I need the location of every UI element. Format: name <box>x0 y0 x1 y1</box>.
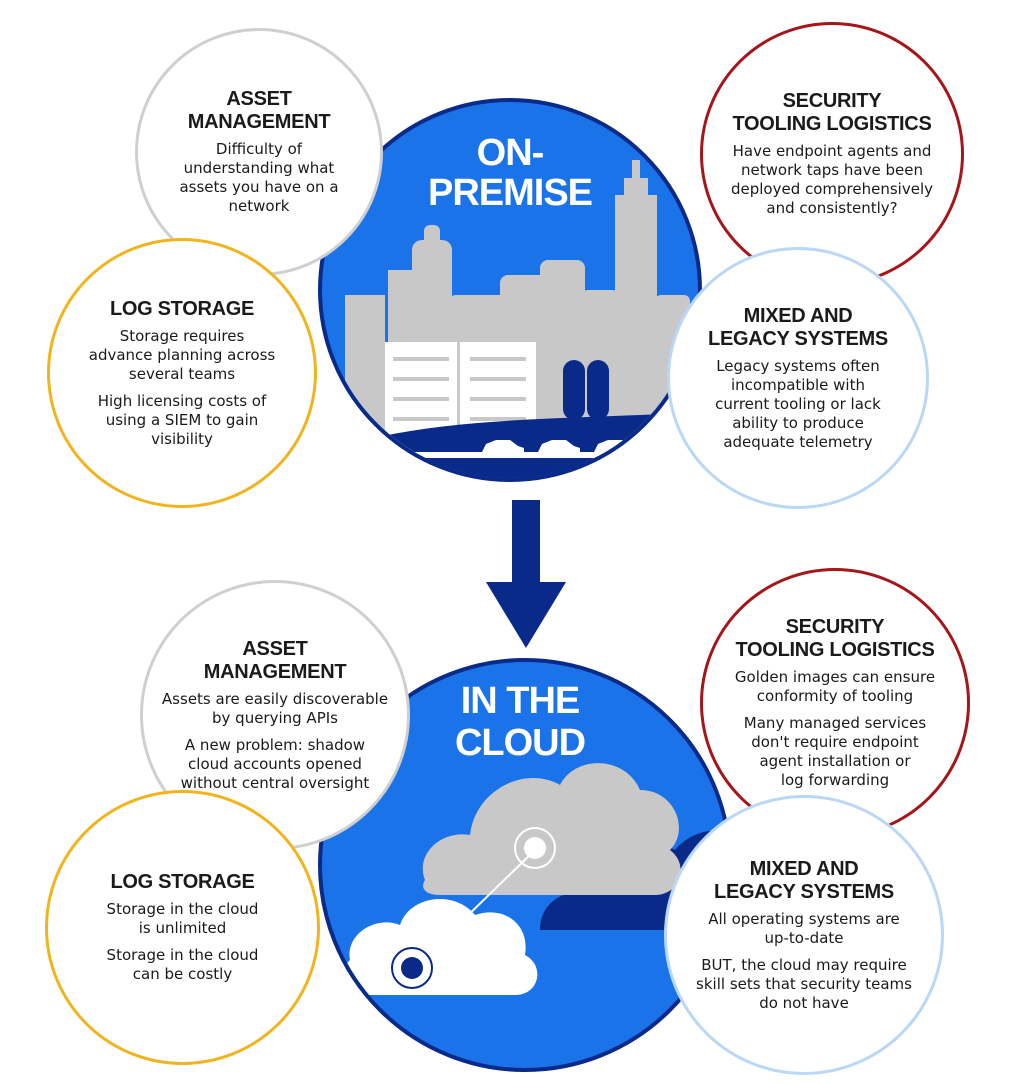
cloud-log-storage-bubble: LOG STORAGE Storage in the cloud is unli… <box>45 790 320 1065</box>
onprem-log-storage-bubble: LOG STORAGE Storage requires advance pla… <box>47 238 317 508</box>
arrow-down-icon <box>486 500 566 648</box>
bubble-heading: LOG STORAGE <box>110 871 255 893</box>
bubble-heading: MIXED AND LEGACY SYSTEMS <box>708 304 888 350</box>
bubble-heading: MIXED AND LEGACY SYSTEMS <box>714 857 894 903</box>
bubble-text: Storage in the cloud is unlimited Storag… <box>106 900 259 983</box>
bubble-text: Assets are easily discoverable by queryi… <box>161 689 389 792</box>
bubble-heading: SECURITY TOOLING LOGISTICS <box>735 616 935 661</box>
bubble-heading: LOG STORAGE <box>109 297 255 320</box>
on-premise-title-line1: ON- <box>476 132 545 174</box>
car-icon <box>482 440 636 452</box>
bubble-text: Difficulty of understanding what assets … <box>179 140 339 215</box>
bubble-text: Storage requires advance planning across… <box>88 326 276 448</box>
onprem-security-tooling-bubble: SECURITY TOOLING LOGISTICS Have endpoint… <box>700 22 964 286</box>
on-premise-title: ON- PREMISE <box>420 133 600 213</box>
cloud-title-line1: IN THE <box>460 680 581 722</box>
bubble-text: Have endpoint agents and network taps ha… <box>730 142 933 217</box>
bubble-heading: ASSET MANAGEMENT <box>203 637 347 683</box>
bubble-heading: SECURITY TOOLING LOGISTICS <box>732 90 932 135</box>
on-premise-title-line2: PREMISE <box>427 172 593 214</box>
bubble-text: Legacy systems often incompatible with c… <box>715 356 881 451</box>
onprem-asset-management-bubble: ASSET MANAGEMENT Difficulty of understan… <box>135 28 383 276</box>
bubble-text: All operating systems are up-to-date BUT… <box>696 909 912 1012</box>
cloud-security-tooling-bubble: SECURITY TOOLING LOGISTICS Golden images… <box>700 568 970 838</box>
bubble-heading: ASSET MANAGEMENT <box>187 88 331 133</box>
onprem-mixed-legacy-bubble: MIXED AND LEGACY SYSTEMS Legacy systems … <box>667 247 929 509</box>
cloud-mixed-legacy-bubble: MIXED AND LEGACY SYSTEMS All operating s… <box>664 795 944 1075</box>
bubble-text: Golden images can ensure conformity of t… <box>734 668 936 789</box>
cloud-title: IN THE CLOUD <box>425 680 615 764</box>
city-skyline-icon <box>322 160 698 478</box>
cloud-title-line2: CLOUD <box>454 722 586 764</box>
